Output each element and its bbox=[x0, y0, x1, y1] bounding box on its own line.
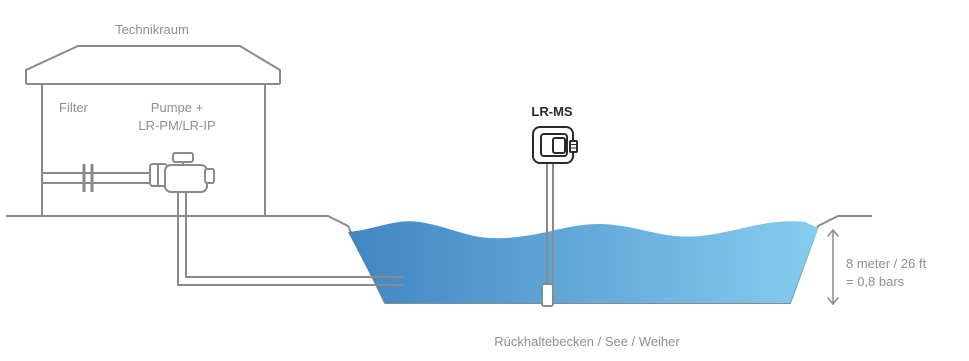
pump-icon bbox=[149, 152, 215, 193]
basin-label: Rückhaltebecken / See / Weiher bbox=[494, 334, 680, 349]
pump-label-line1: Pumpe + bbox=[151, 100, 203, 115]
depth-label-line1: 8 meter / 26 ft bbox=[846, 256, 927, 271]
depth-label-line2: = 0,8 bars bbox=[846, 274, 905, 289]
sensor-label: LR-MS bbox=[531, 104, 572, 119]
filter-label: Filter bbox=[59, 100, 89, 115]
depth-arrow bbox=[827, 228, 839, 306]
water-body bbox=[348, 221, 818, 303]
suction-pipe bbox=[177, 192, 404, 286]
pump-label-line2: LR-PM/LR-IP bbox=[138, 118, 215, 133]
lr-ms-device-icon bbox=[532, 126, 578, 164]
technical-room-label: Technikraum bbox=[115, 22, 189, 37]
pressure-probe bbox=[541, 283, 554, 307]
technical-room-building bbox=[25, 45, 281, 216]
inlet-pipe bbox=[42, 164, 150, 192]
sensor-cable bbox=[546, 162, 554, 288]
